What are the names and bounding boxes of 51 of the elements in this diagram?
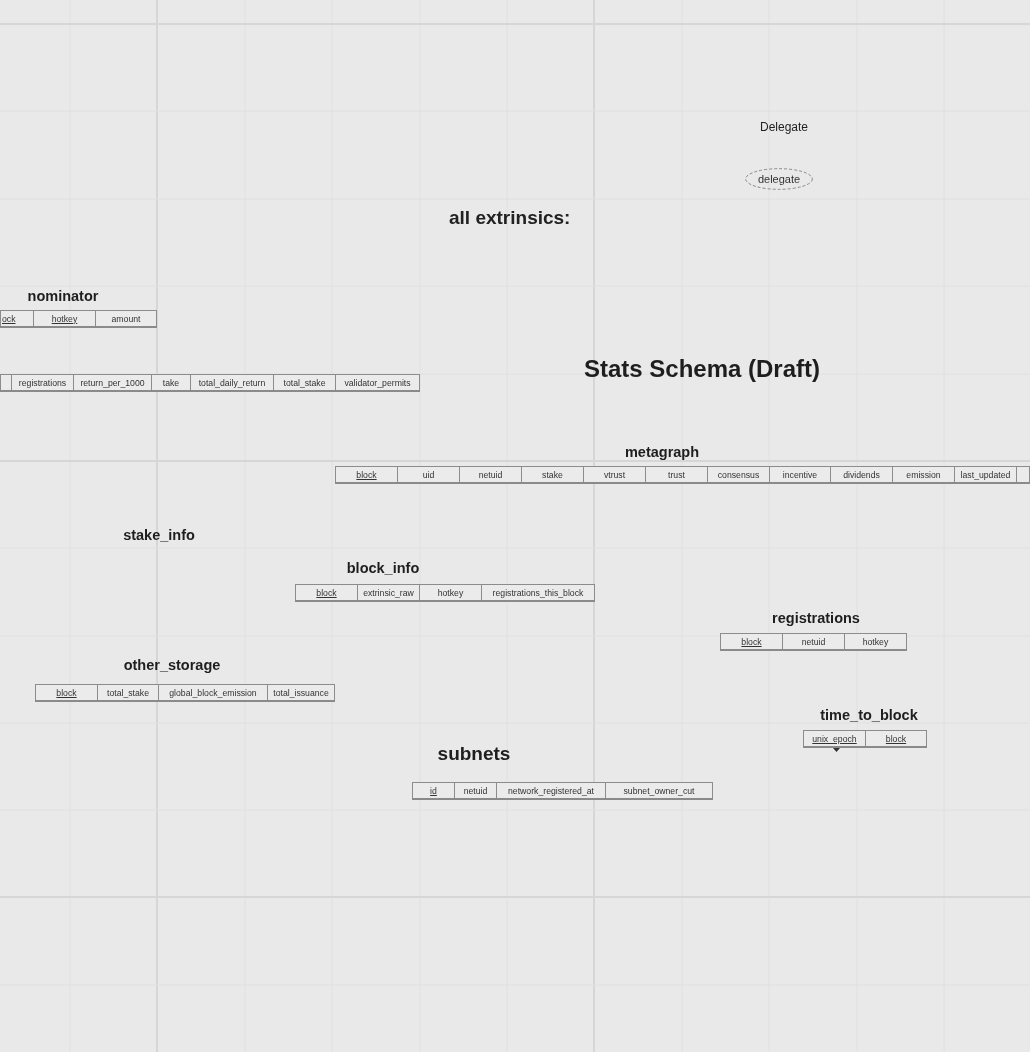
column-cell: extrinsic_raw [357, 584, 420, 602]
column-cell: netuid [459, 466, 522, 484]
column-cell: netuid [454, 782, 497, 800]
column-cell [0, 374, 12, 392]
column-cell [1016, 466, 1030, 484]
column-cell: incentive [769, 466, 831, 484]
column-cell: hotkey [419, 584, 482, 602]
table-title: nominator [27, 288, 99, 305]
column-cell: global_block_emission [158, 684, 268, 702]
column-cell: uid [397, 466, 460, 484]
column-cell: dividends [830, 466, 893, 484]
diagram-title: Stats Schema (Draft) [583, 355, 821, 384]
column-cell: trust [645, 466, 708, 484]
key-column-cell: block [335, 466, 398, 484]
table-title: stake_info [123, 527, 195, 544]
column-cell: return_per_1000 [73, 374, 152, 392]
column-cell: vtrust [583, 466, 646, 484]
key-column-cell: block [295, 584, 358, 602]
column-cell: subnet_owner_cut [605, 782, 713, 800]
column-cell: netuid [782, 633, 845, 651]
key-column-cell: block [35, 684, 98, 702]
column-cell: total_stake [97, 684, 159, 702]
text-label: Delegate [760, 120, 808, 135]
column-cell: total_daily_return [190, 374, 274, 392]
table-title: metagraph [624, 444, 700, 461]
table-title: registrations [772, 610, 860, 627]
column-cell: emission [892, 466, 955, 484]
section-heading: all extrinsics: [449, 207, 571, 230]
key-column-cell: id [412, 782, 455, 800]
column-cell: hotkey [844, 633, 907, 651]
table-title: other_storage [123, 657, 221, 674]
column-cell: registrations [11, 374, 74, 392]
table-title: time_to_block [820, 707, 918, 724]
key-column-cell: block [720, 633, 783, 651]
column-cell: total_stake [273, 374, 336, 392]
column-cell: consensus [707, 466, 770, 484]
column-cell: registrations_this_block [481, 584, 595, 602]
ellipse-node: delegate [745, 168, 813, 190]
column-cell: validator_permits [335, 374, 420, 392]
column-cell: amount [95, 310, 157, 328]
column-cell: total_issuance [267, 684, 335, 702]
table-title: block_info [346, 560, 420, 577]
key-column-cell: hotkey [33, 310, 96, 328]
column-cell: last_updated [954, 466, 1017, 484]
column-cell: stake [521, 466, 584, 484]
column-cell: network_registered_at [496, 782, 606, 800]
table-title: subnets [437, 743, 511, 765]
key-column-cell: block [865, 730, 927, 748]
key-column-cell: unix_epoch [803, 730, 866, 748]
key-column-cell: ock [0, 310, 34, 328]
column-cell: take [151, 374, 191, 392]
